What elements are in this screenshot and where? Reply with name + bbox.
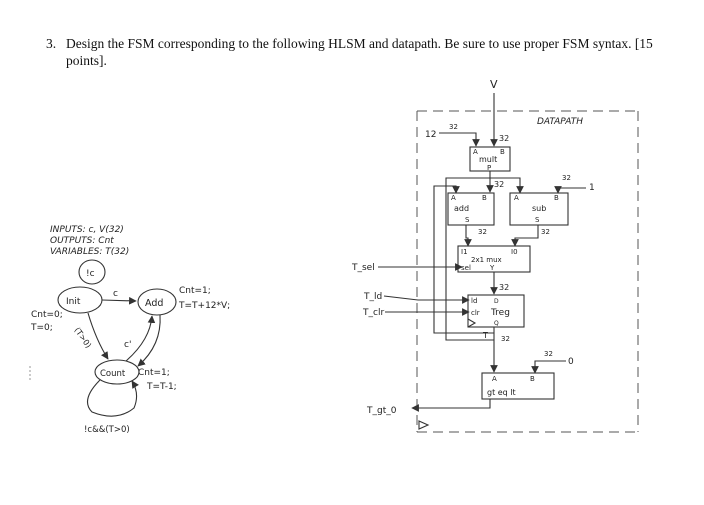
wire-12-width: 32 — [449, 123, 458, 131]
add-a: A — [451, 194, 456, 202]
edge-init-add — [101, 296, 137, 305]
add-action-2: T=T+12*V; — [178, 301, 230, 311]
wire-mux-width: 32 — [499, 283, 509, 292]
mult-b: B — [500, 148, 505, 156]
state-count-label: Count — [100, 369, 126, 379]
wire-add-mux — [464, 225, 472, 247]
clock-symbol — [418, 420, 430, 430]
input-v-label: V — [490, 78, 498, 91]
state-add-label: Add — [145, 298, 163, 309]
const-1-width: 32 — [562, 174, 571, 182]
add-box — [447, 192, 495, 226]
comp-b: B — [530, 375, 535, 383]
add-name: add — [454, 204, 469, 213]
mux-name: 2x1 mux — [471, 256, 502, 264]
decl-inputs: INPUTS: c, V(32) — [50, 225, 124, 235]
sub-out: S — [535, 216, 540, 224]
treg-name: Treg — [490, 308, 510, 318]
feedback-sub — [445, 177, 524, 341]
wire-sub-mux — [511, 225, 539, 247]
sub-b: B — [554, 194, 559, 202]
const-0-width: 32 — [544, 350, 553, 358]
sig-t-ld: T_ld — [363, 292, 382, 302]
margin-dots — [29, 366, 31, 380]
wire-gt-out — [411, 399, 491, 412]
question-number: 3. — [46, 36, 57, 51]
edge-add-count — [137, 314, 161, 367]
init-action-2: T=0; — [30, 323, 53, 333]
count-action-2: T=T-1; — [146, 382, 177, 392]
treg-in: D — [494, 298, 499, 305]
state-init-label: Init — [66, 297, 81, 307]
sig-t-sel: T_sel — [351, 263, 375, 273]
init-self-loop — [78, 259, 106, 285]
treg-clock — [467, 318, 477, 328]
edge-count-add-label: c' — [124, 340, 131, 350]
wire-12 — [439, 132, 480, 147]
wire-sub-width: 32 — [541, 228, 550, 236]
comp-outputs: gt eq lt — [487, 388, 516, 397]
wire-v-width: 32 — [499, 134, 509, 143]
datapath: DATAPATH V 32 12 32 A B mult P 32 A B ad… — [351, 78, 639, 433]
decl-variables: VARIABLES: T(32) — [50, 247, 129, 257]
wire-add-width: 32 — [478, 228, 487, 236]
sig-t-gt-0: T_gt_0 — [366, 406, 397, 416]
wire-mult-width: 32 — [494, 180, 504, 189]
mux-i0: I0 — [511, 248, 518, 256]
mux-sel: sel — [461, 264, 471, 272]
edge-init-add-label: c — [113, 289, 118, 299]
wire-const-0 — [531, 360, 566, 374]
comp-box — [481, 372, 555, 400]
const-12: 12 — [425, 130, 436, 140]
add-out: S — [465, 216, 470, 224]
mux-out: Y — [489, 264, 495, 272]
question-text: Design the FSM corresponding to the foll… — [66, 36, 653, 68]
init-action-1: Cnt=0; — [31, 310, 63, 320]
sig-t-clr: T_clr — [362, 308, 384, 318]
state-count — [94, 359, 140, 385]
count-self-label: !c&&(T>0) — [84, 425, 130, 435]
const-1: 1 — [589, 183, 595, 193]
hlsm: INPUTS: c, V(32) OUTPUTS: Cnt VARIABLES:… — [30, 225, 230, 435]
sub-name: sub — [532, 204, 546, 213]
sub-box — [509, 192, 569, 226]
mult-a: A — [473, 148, 478, 156]
wire-const-1 — [554, 186, 586, 194]
const-0: 0 — [568, 357, 574, 367]
sub-a: A — [514, 194, 519, 202]
mult-name: mult — [479, 155, 497, 164]
edge-count-add — [125, 315, 156, 362]
treg-out: Q — [494, 320, 499, 327]
feedback-add — [433, 185, 494, 334]
out-t-label: T — [482, 331, 488, 340]
edge-init-count-label: (T>0) — [72, 326, 93, 350]
add-action-1: Cnt=1; — [179, 286, 211, 296]
mult-out: P — [487, 164, 491, 172]
wire-t-ld — [383, 295, 470, 304]
comp-a: A — [492, 375, 497, 383]
datapath-title: DATAPATH — [537, 117, 583, 127]
treg-ld: ld — [471, 297, 477, 305]
mux-i1: I1 — [461, 248, 468, 256]
init-self-label: !c — [86, 269, 95, 279]
edge-init-count — [87, 312, 109, 360]
count-action-1: Cnt=1; — [138, 368, 170, 378]
add-b: B — [482, 194, 487, 202]
state-add — [137, 288, 177, 316]
decl-outputs: OUTPUTS: Cnt — [50, 236, 114, 246]
count-self-loop — [86, 379, 139, 417]
treg-clr: clr — [471, 309, 480, 317]
wire-treg-width: 32 — [501, 335, 510, 343]
